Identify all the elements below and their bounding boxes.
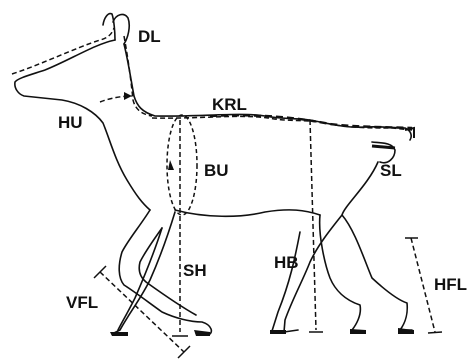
hind-leg-back-outline — [342, 162, 412, 330]
hoof-front-2 — [194, 330, 210, 336]
hoof-hind-1 — [270, 330, 286, 334]
belly-outline — [175, 210, 320, 216]
hu-arrowhead — [124, 92, 132, 100]
vfl-line — [100, 272, 184, 352]
hu-arrow — [124, 92, 132, 100]
label-sh: SH — [183, 261, 207, 280]
label-dl: DL — [138, 27, 161, 46]
ground-ticks — [172, 332, 323, 336]
label-bu: BU — [204, 161, 229, 180]
vfl-bottom-tick — [178, 346, 190, 358]
label-krl: KRL — [212, 95, 247, 114]
hfl-bottom-tick — [428, 332, 442, 333]
front-leg-planted-inner — [118, 228, 162, 330]
label-hb: HB — [274, 253, 299, 272]
hoof-hind-3 — [398, 328, 414, 334]
sl-bracket — [372, 146, 395, 148]
sl-mark — [405, 128, 414, 138]
labels: DL KRL HU BU SL SH HB HFL — [58, 27, 467, 294]
label-hu: HU — [58, 113, 83, 132]
hoof-front-1 — [110, 332, 128, 336]
bu-arrowhead — [168, 160, 174, 170]
vfl-top-tick — [94, 266, 106, 278]
head-length-line — [12, 28, 114, 74]
hfl-line — [411, 238, 435, 332]
label-hfl: HFL — [434, 275, 467, 294]
front-leg-planted-outline — [112, 212, 175, 335]
label-vfl: VFL — [66, 293, 98, 312]
krl-heavy-segment — [210, 115, 412, 128]
label-sl: SL — [380, 161, 402, 180]
hooves — [110, 328, 414, 336]
hind-leg-front-outline — [320, 215, 364, 331]
hoof-hind-2 — [350, 329, 366, 334]
hb-line — [310, 120, 316, 330]
